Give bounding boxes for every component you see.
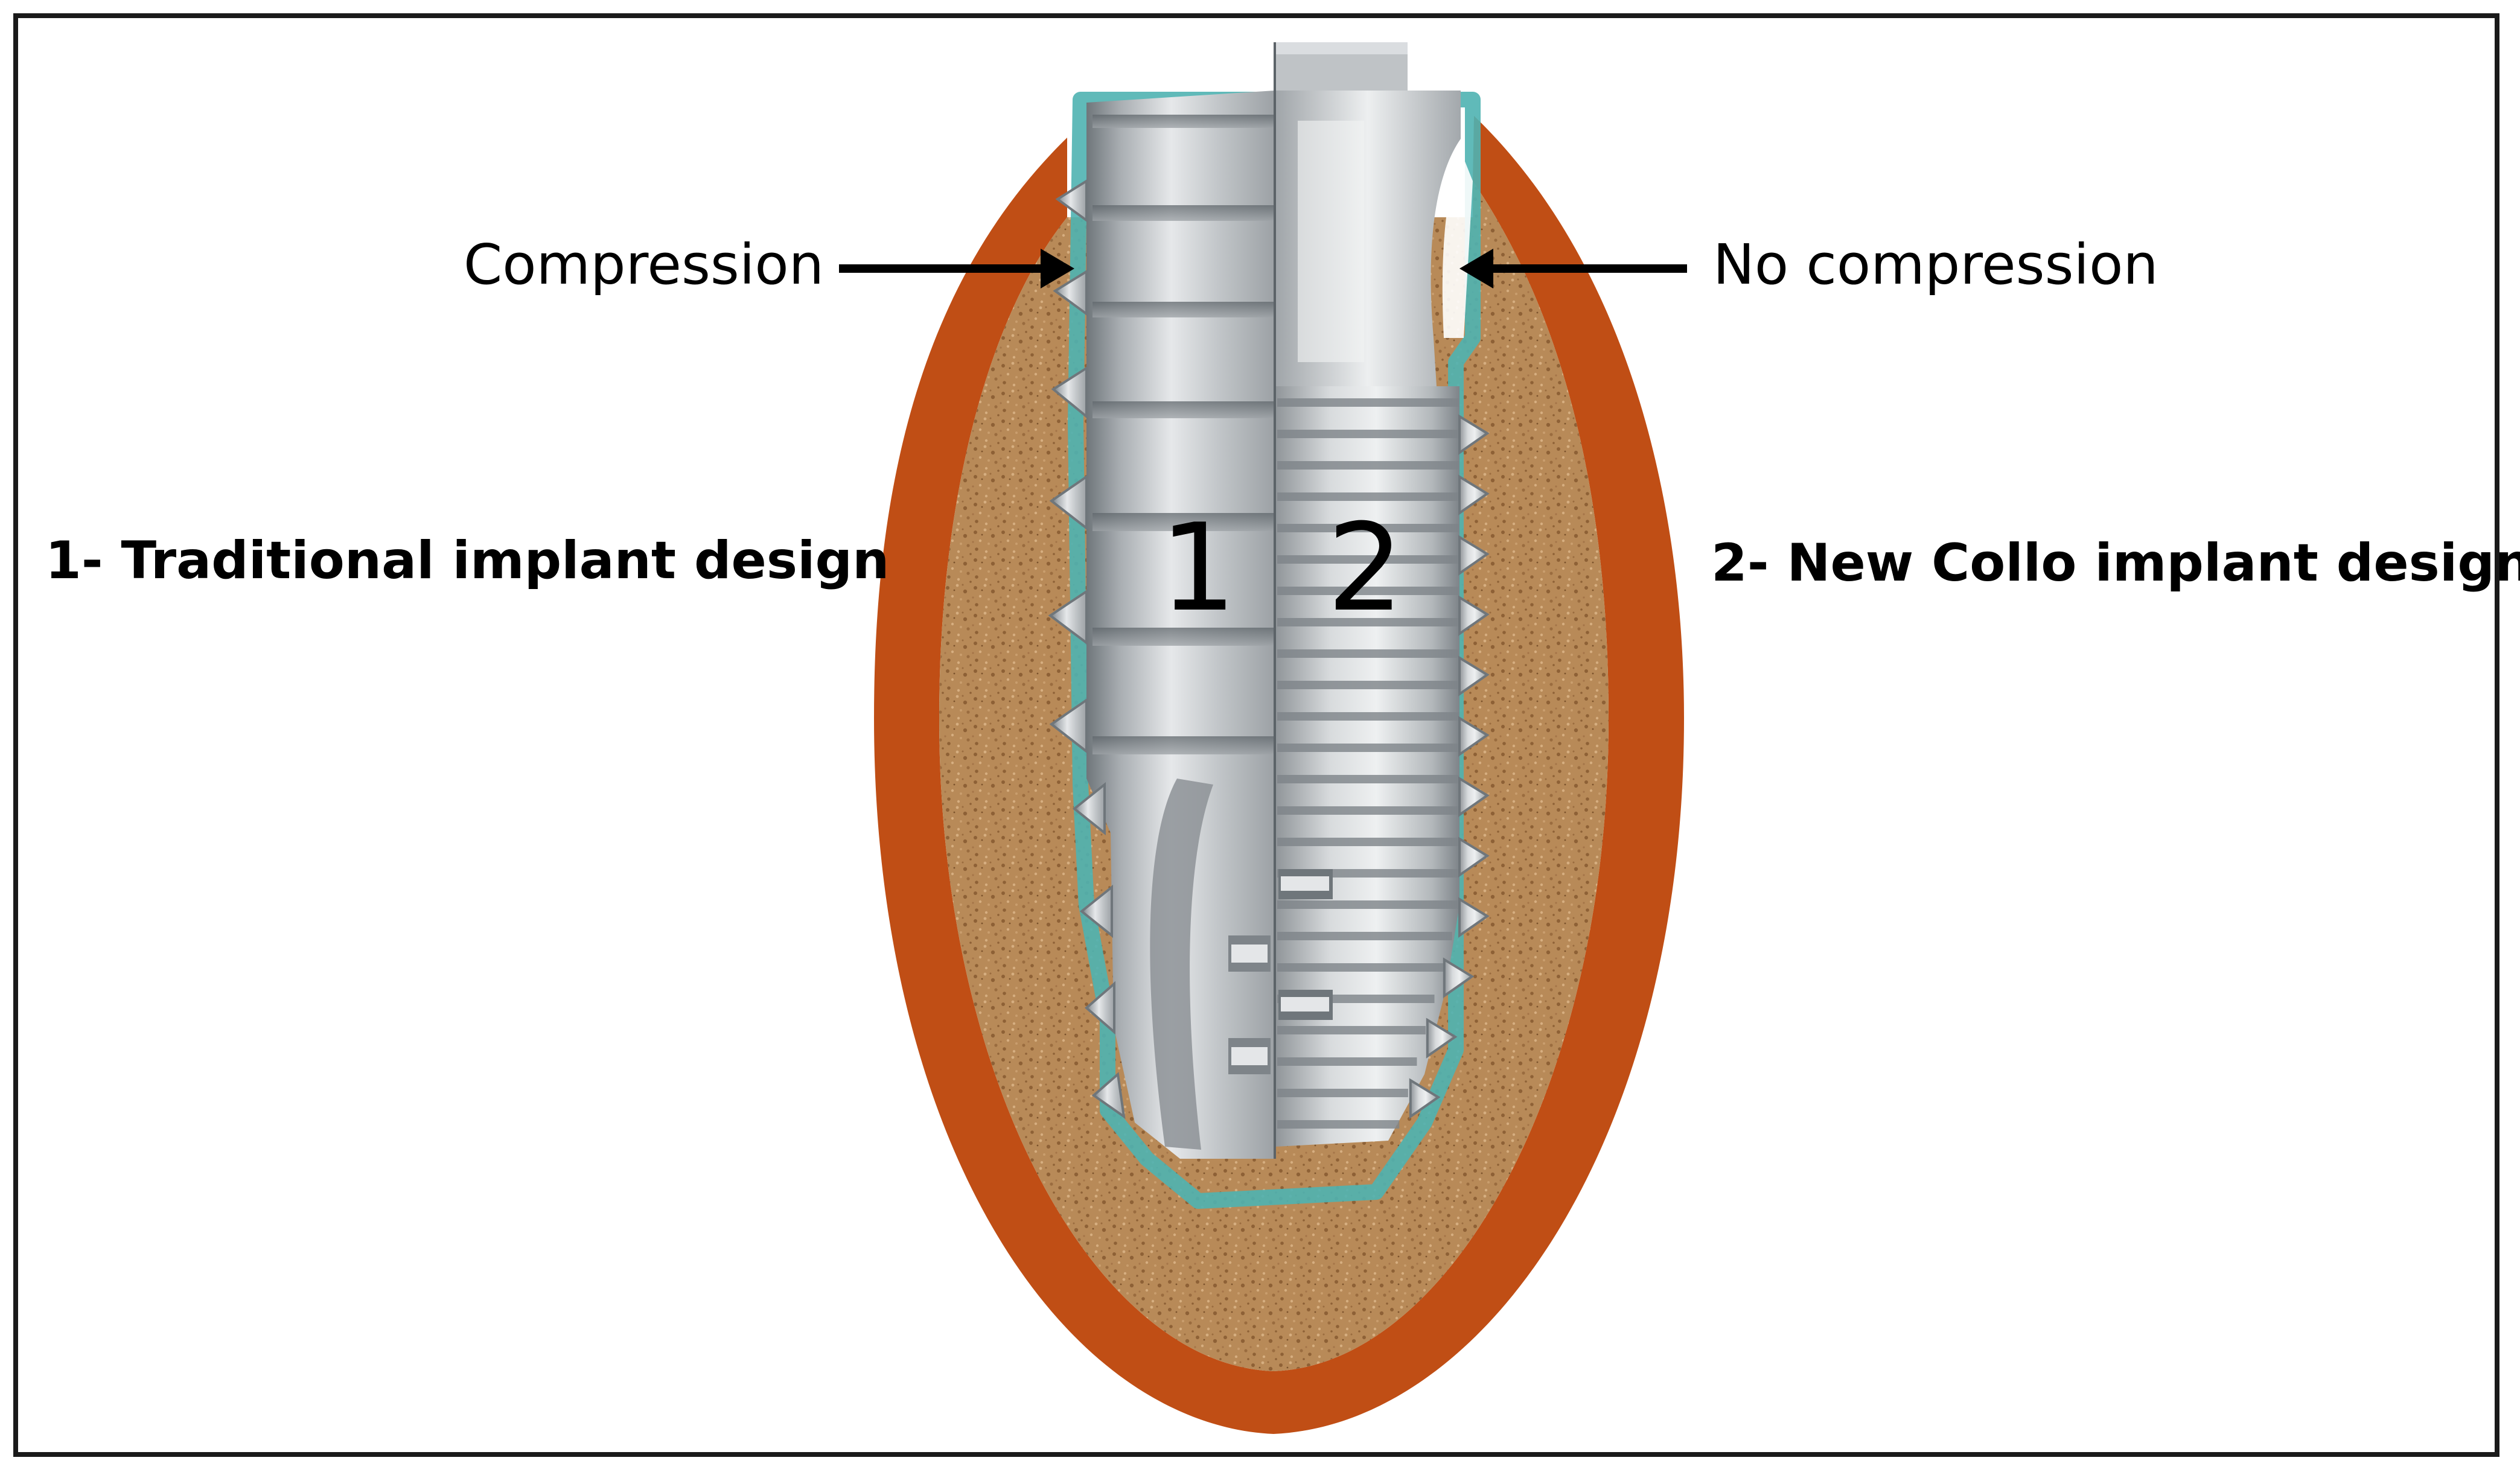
collo-thread-tooth: [1458, 776, 1490, 817]
collo-thread-tooth: [1458, 535, 1490, 576]
collo-implant: [1275, 42, 1490, 1147]
collo-thread-tooth: [1458, 716, 1490, 757]
collo-thread-groove: [1277, 461, 1459, 470]
traditional-threads: [1048, 179, 1126, 1120]
collo-thread-groove: [1277, 649, 1459, 658]
collo-thread-groove: [1277, 932, 1452, 940]
traditional-design-label: 1- Traditional implant design: [45, 530, 889, 591]
collo-thread-groove: [1277, 838, 1459, 846]
collo-thread-tooth: [1443, 957, 1475, 998]
collo-thread-groove: [1277, 492, 1459, 501]
collo-threads: [1277, 398, 1459, 1129]
collo-thread-teeth: [1409, 414, 1490, 1119]
collo-thread-groove: [1277, 963, 1444, 972]
collo-thread-groove: [1277, 744, 1459, 752]
number-1-label: 1: [1160, 498, 1236, 639]
collo-thread-groove: [1277, 681, 1459, 689]
collo-thread-tooth: [1409, 1078, 1441, 1119]
collo-thread-groove: [1277, 775, 1459, 783]
collo-thread-groove: [1277, 524, 1459, 532]
collo-thread-tooth: [1458, 836, 1490, 878]
traditional-grooves: [1093, 115, 1274, 754]
traditional-implant: [1048, 91, 1275, 1159]
collo-thread-groove: [1277, 806, 1459, 815]
implant-glow: [1068, 92, 1481, 1209]
arrow-right-icon: [839, 249, 1074, 288]
collo-thread-groove: [1277, 712, 1459, 721]
collo-thread-groove: [1277, 1026, 1426, 1034]
number-2-label: 2: [1327, 498, 1403, 639]
collo-thread-tooth: [1426, 1018, 1458, 1059]
no-compression-label: No compression: [1713, 232, 2158, 297]
collo-thread-groove: [1277, 555, 1459, 564]
collo-design-label: 2- New Collo implant design: [1711, 533, 2520, 593]
collo-thread-tooth: [1458, 474, 1490, 515]
collo-thread-groove: [1277, 1089, 1408, 1097]
compression-label: Compression: [464, 232, 824, 297]
collo-thread-groove: [1277, 587, 1459, 595]
collo-thread-groove: [1277, 430, 1459, 438]
collo-thread-tooth: [1458, 655, 1490, 696]
collo-thread-groove: [1277, 398, 1459, 407]
collo-thread-tooth: [1458, 595, 1490, 636]
arrow-left-icon: [1459, 249, 1687, 288]
collo-thread-groove: [1277, 1057, 1417, 1066]
collo-thread-groove: [1277, 1120, 1400, 1129]
collo-thread-tooth: [1458, 414, 1490, 455]
collo-thread-tooth: [1458, 897, 1490, 938]
no-compression-gap: [1442, 151, 1473, 338]
collo-thread-groove: [1277, 618, 1459, 626]
collo-thread-groove: [1277, 900, 1459, 909]
